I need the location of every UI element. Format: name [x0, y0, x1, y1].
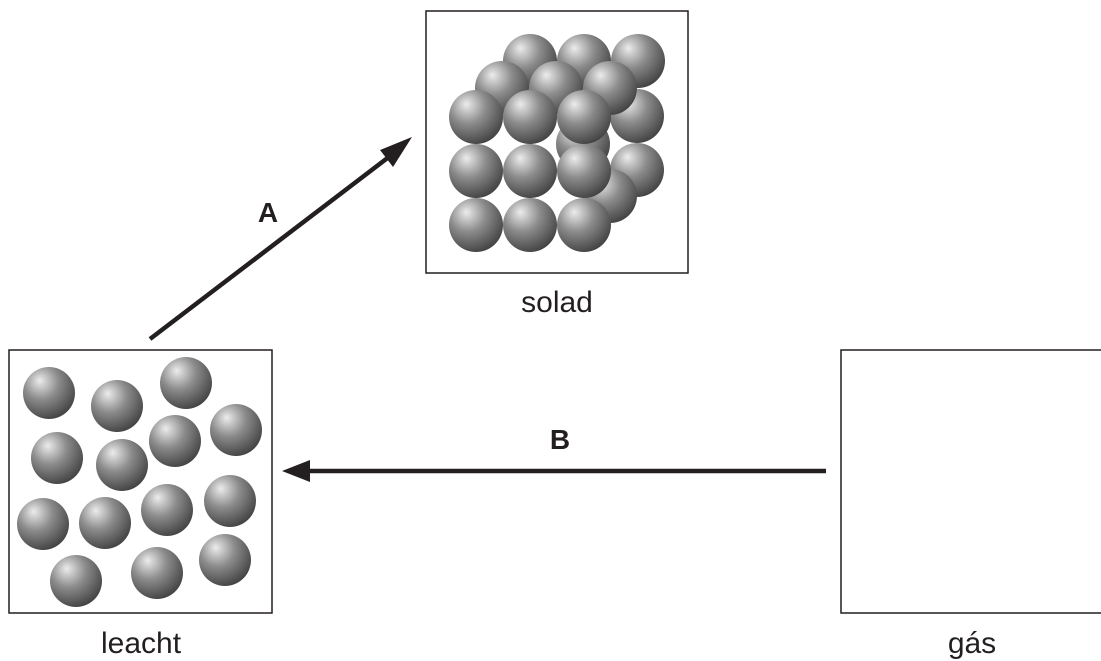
- liquid-particle: [204, 475, 256, 527]
- solid-particle: [449, 90, 503, 144]
- gas-box: [840, 349, 1101, 614]
- arrow-b-head: [282, 460, 310, 482]
- liquid-particles: [17, 357, 262, 607]
- solid-particle: [557, 144, 611, 198]
- liquid-particle: [149, 415, 201, 467]
- solid-particle: [557, 90, 611, 144]
- liquid-particle: [79, 497, 131, 549]
- arrow-a-head: [380, 137, 412, 167]
- liquid-particle: [31, 432, 83, 484]
- arrow-b: B: [282, 424, 826, 482]
- liquid-particle: [96, 439, 148, 491]
- liquid-particle: [17, 498, 69, 550]
- solid-label: solad: [521, 286, 593, 319]
- arrow-a-label: A: [258, 197, 278, 228]
- gas-panel: gás: [840, 349, 1101, 660]
- liquid-label: leacht: [101, 627, 182, 660]
- solid-particles: [449, 34, 665, 252]
- liquid-particle: [131, 547, 183, 599]
- liquid-particle: [23, 367, 75, 419]
- liquid-particle: [91, 380, 143, 432]
- arrow-a-line: [148, 148, 400, 341]
- solid-particle: [449, 144, 503, 198]
- liquid-particle: [141, 484, 193, 536]
- solid-particle: [449, 198, 503, 252]
- solid-panel: solad: [425, 10, 689, 319]
- liquid-panel: leacht: [8, 349, 273, 660]
- solid-particle: [503, 198, 557, 252]
- arrow-b-label: B: [550, 424, 570, 455]
- liquid-particle: [50, 555, 102, 607]
- solid-particle: [503, 144, 557, 198]
- solid-particle: [503, 90, 557, 144]
- gas-label: gás: [948, 627, 996, 660]
- arrow-a: A: [148, 137, 412, 341]
- solid-particle: [557, 198, 611, 252]
- liquid-particle: [160, 357, 212, 409]
- liquid-particle: [199, 534, 251, 586]
- liquid-particle: [210, 404, 262, 456]
